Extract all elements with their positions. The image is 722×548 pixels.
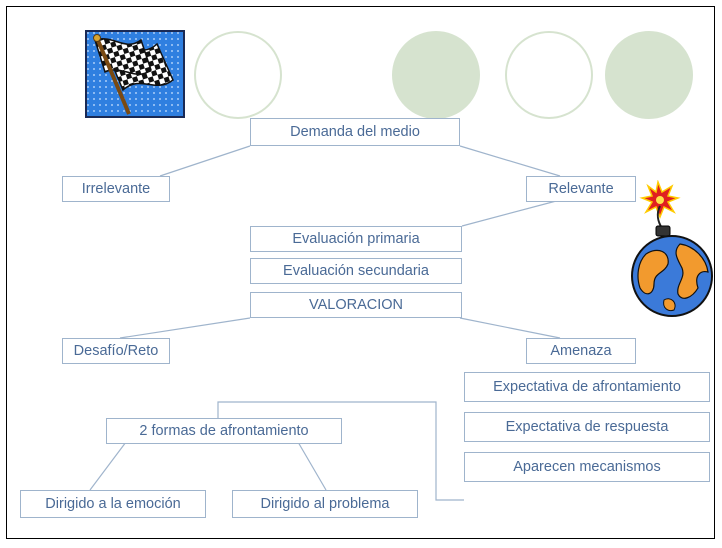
decor-circle-2 (392, 31, 480, 119)
connector-demanda-irrelevante (159, 145, 251, 177)
connector-dosformas-emocion (89, 441, 127, 491)
connector-relevante-primaria (461, 199, 561, 227)
box-dirigido-problema: Dirigido al problema (232, 490, 418, 518)
box-desafio-reto: Desafío/Reto (62, 338, 170, 364)
globe-bomb-icon (628, 179, 716, 320)
box-aparecen-mecanismos: Aparecen mecanismos (464, 452, 710, 482)
box-expectativa-respuesta: Expectativa de respuesta (464, 412, 710, 442)
connector-valoracion-amenaza (459, 317, 561, 339)
box-amenaza: Amenaza (526, 338, 636, 364)
connector-demanda-relevante (459, 145, 561, 177)
box-relevante: Relevante (526, 176, 636, 202)
box-dos-formas-afrontamiento: 2 formas de afrontamiento (106, 418, 342, 444)
checkered-flag-icon (85, 30, 185, 118)
box-evaluacion-primaria: Evaluación primaria (250, 226, 462, 252)
box-expectativa-afrontamiento: Expectativa de afrontamiento (464, 372, 710, 402)
decor-circle-1 (194, 31, 282, 119)
connector-dosformas-problema (297, 441, 327, 491)
box-demanda-del-medio: Demanda del medio (250, 118, 460, 146)
connector-valoracion-desafio (119, 317, 251, 339)
box-evaluacion-secundaria: Evaluación secundaria (250, 258, 462, 284)
box-irrelevante: Irrelevante (62, 176, 170, 202)
connector-dosformas-aparecen (217, 401, 464, 501)
slide-frame (6, 6, 715, 539)
decor-circle-3 (505, 31, 593, 119)
box-valoracion: VALORACION (250, 292, 462, 318)
box-dirigido-emocion: Dirigido a la emoción (20, 490, 206, 518)
decor-circle-4 (605, 31, 693, 119)
